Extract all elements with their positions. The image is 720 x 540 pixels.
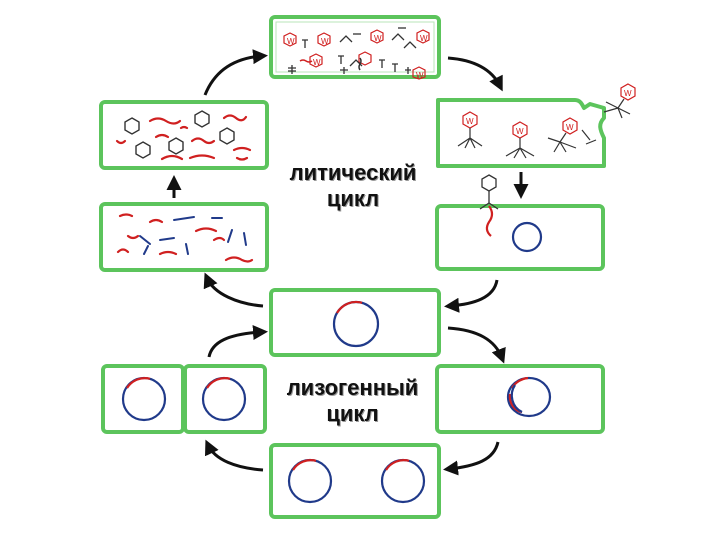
svg-text:W: W xyxy=(516,127,524,136)
cell-daughter-right xyxy=(183,364,267,434)
svg-text:W: W xyxy=(321,37,329,46)
bacterial-chromosome-icon xyxy=(506,376,552,418)
dna-fragment-icon xyxy=(116,213,254,263)
cell-capsid-synthesis xyxy=(99,100,269,170)
dna-fragment-icon xyxy=(115,114,252,161)
cell-integration xyxy=(435,364,605,434)
svg-text:W: W xyxy=(466,117,474,126)
svg-text:W: W xyxy=(420,34,428,43)
cell-dna-replication xyxy=(99,202,269,272)
phage-capsid-icon xyxy=(283,29,430,80)
phage-icon xyxy=(457,83,636,159)
phage-icon xyxy=(479,174,499,210)
bacterial-chromosome-icon xyxy=(121,376,247,422)
bacterial-chromosome-icon xyxy=(332,300,380,348)
cycle-arrow-icon xyxy=(166,49,529,476)
cell-infection xyxy=(435,204,605,271)
cell-host xyxy=(269,288,441,357)
dna-fragment-icon xyxy=(139,216,247,255)
dna-fragment-icon xyxy=(288,27,417,74)
lytic-cycle-label: литический цикл xyxy=(278,160,428,212)
lytic-cycle-label-line1: литический xyxy=(289,160,417,185)
cell-assembly xyxy=(269,15,441,79)
lysogenic-cycle-label-line2: цикл xyxy=(326,401,379,426)
bacterial-chromosome-icon xyxy=(287,458,426,504)
cell-division xyxy=(269,443,441,519)
lysogenic-cycle-label: лизогенный цикл xyxy=(275,375,430,427)
phage-capsid-icon xyxy=(124,110,235,159)
svg-text:W: W xyxy=(566,123,574,132)
phage-capsid-icon: W W W W W W xyxy=(287,34,428,80)
svg-text:W: W xyxy=(416,71,424,80)
svg-text:W: W xyxy=(624,89,632,98)
svg-text:W: W xyxy=(287,37,295,46)
cell-lysis xyxy=(436,98,606,168)
lysogenic-cycle-label-line1: лизогенный xyxy=(286,375,419,400)
dna-fragment-icon xyxy=(485,205,494,237)
lytic-cycle-label-line2: цикл xyxy=(326,186,380,211)
bacterial-chromosome-icon xyxy=(511,221,543,253)
cell-daughter-left xyxy=(101,364,185,434)
svg-text:W: W xyxy=(313,58,321,67)
svg-text:W: W xyxy=(374,34,382,43)
